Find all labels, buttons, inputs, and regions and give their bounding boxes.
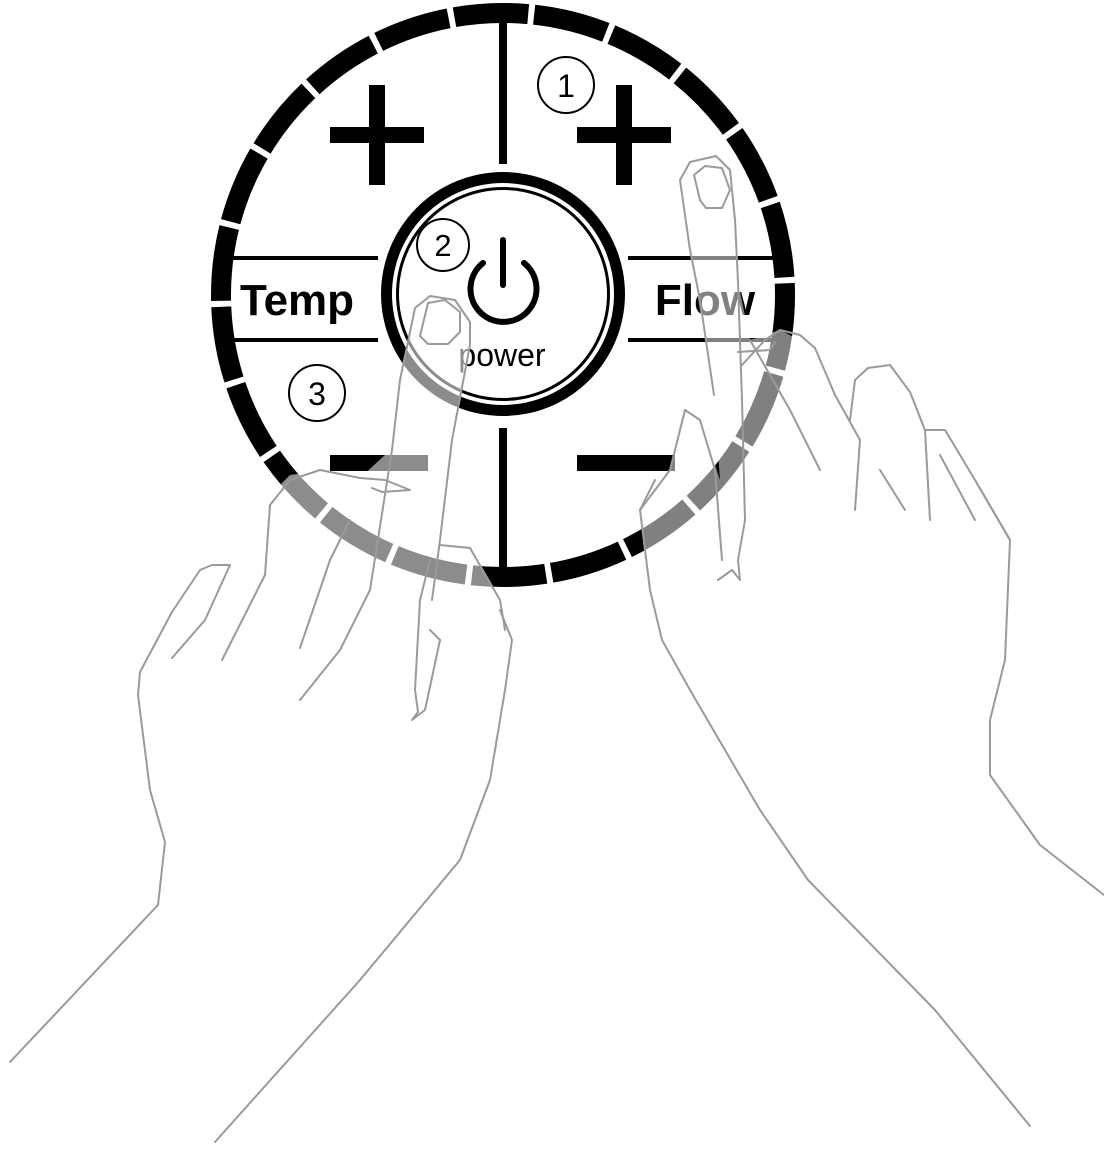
temp-plus-button[interactable]	[330, 85, 424, 185]
temp-label: Temp	[240, 276, 354, 325]
right-hand	[640, 156, 1104, 1126]
step-marker-3: 3	[289, 365, 345, 421]
flow-plus-button[interactable]	[577, 85, 671, 185]
step-marker-2: 2	[417, 219, 469, 271]
step-marker-1: 1	[538, 57, 594, 113]
power-label: power	[458, 337, 546, 373]
flow-plus-symbol-h	[577, 127, 671, 143]
step-number: 2	[434, 228, 451, 263]
flow-minus-button[interactable]	[577, 455, 675, 471]
flow-minus-symbol	[577, 455, 675, 471]
step-number: 1	[557, 68, 575, 104]
step-number: 3	[308, 376, 326, 412]
temp-plus-symbol-h	[330, 127, 424, 143]
